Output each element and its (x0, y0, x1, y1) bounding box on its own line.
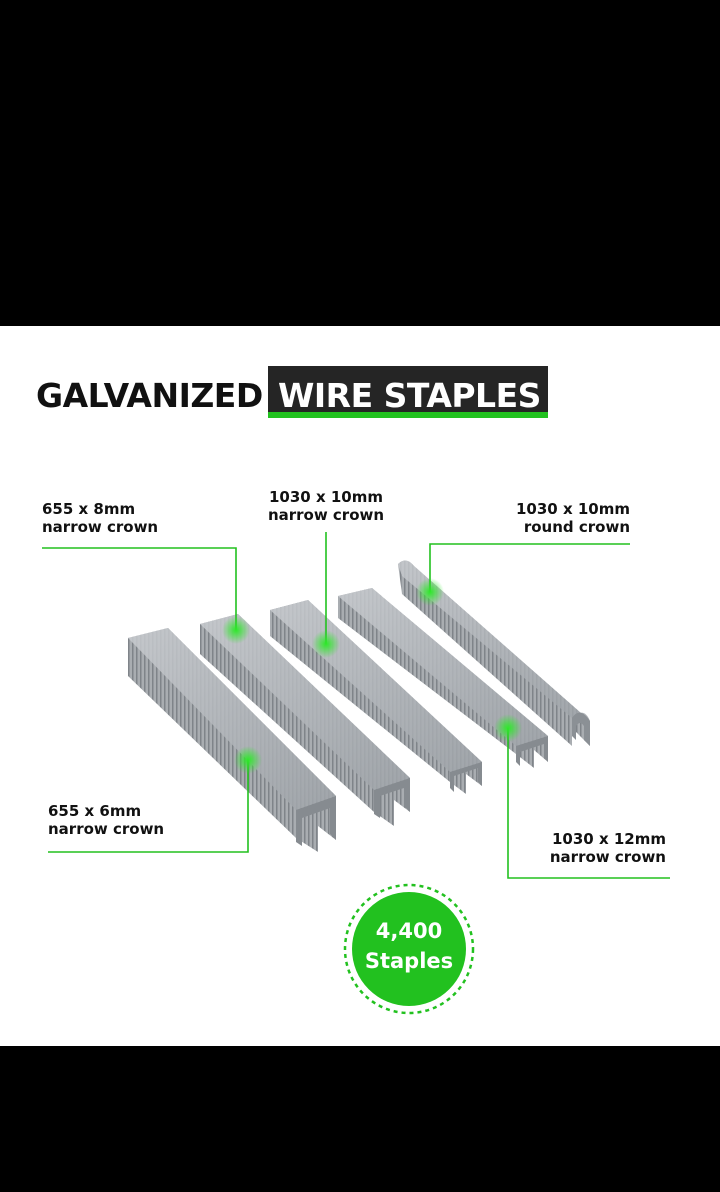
label-1030-10mm-round-crown: round crown (523, 518, 630, 536)
label-1030-10mm-round-size: 1030 x 10mm (515, 500, 630, 518)
badge-circle (352, 892, 466, 1006)
leader-1030-10mm-round (429, 543, 630, 592)
label-655-6mm-crown: narrow crown (48, 820, 165, 838)
title-underline (268, 412, 548, 418)
label-655-8mm-size: 655 x 8mm (42, 500, 136, 518)
label-1030-12mm-size: 1030 x 12mm (551, 830, 666, 848)
label-1030-12mm: 1030 x 12mm narrow crown (516, 830, 666, 866)
marker-655-6mm (234, 746, 262, 774)
leader-655-8mm (42, 547, 237, 630)
label-1030-12mm-crown: narrow crown (549, 848, 666, 866)
marker-1030-10mm-round (416, 578, 444, 606)
glow-markers (222, 578, 522, 774)
label-655-8mm-crown: narrow crown (42, 518, 159, 536)
title-galvanized: GALVANIZED (36, 376, 263, 415)
leader-655-6mm (48, 760, 249, 853)
leader-lines (42, 532, 670, 879)
label-655-8mm: 655 x 8mm narrow crown (42, 500, 158, 536)
label-1030-10mm-narrow-crown: narrow crown (267, 506, 385, 524)
marker-655-8mm (222, 616, 250, 644)
marker-1030-12mm (494, 714, 522, 742)
leader-1030-12mm (507, 728, 670, 879)
badge-count: 4,400 (375, 919, 443, 943)
badge-dashed-ring (343, 883, 475, 1015)
staple-strip-655-6mm (128, 628, 336, 852)
staple-strip-round-crown (398, 560, 590, 746)
staple-strip-655-8mm (200, 614, 410, 826)
label-1030-10mm-round: 1030 x 10mm round crown (480, 500, 630, 536)
staple-count-badge (343, 883, 475, 1015)
badge-text: 4,400 Staples (342, 916, 476, 976)
badge-unit: Staples (364, 949, 454, 973)
marker-1030-10mm-narrow (312, 630, 340, 658)
staples-illustration (42, 532, 670, 879)
label-1030-10mm-narrow: 1030 x 10mm narrow crown (256, 488, 396, 524)
label-1030-10mm-narrow-size: 1030 x 10mm (268, 488, 383, 506)
product-panel: GALVANIZED WIRE STAPLES (0, 326, 720, 1046)
label-655-6mm: 655 x 6mm narrow crown (48, 802, 164, 838)
title-wire-staples: WIRE STAPLES (278, 376, 541, 415)
title-highlight-box (268, 366, 548, 418)
label-655-6mm-size: 655 x 6mm (48, 802, 142, 820)
